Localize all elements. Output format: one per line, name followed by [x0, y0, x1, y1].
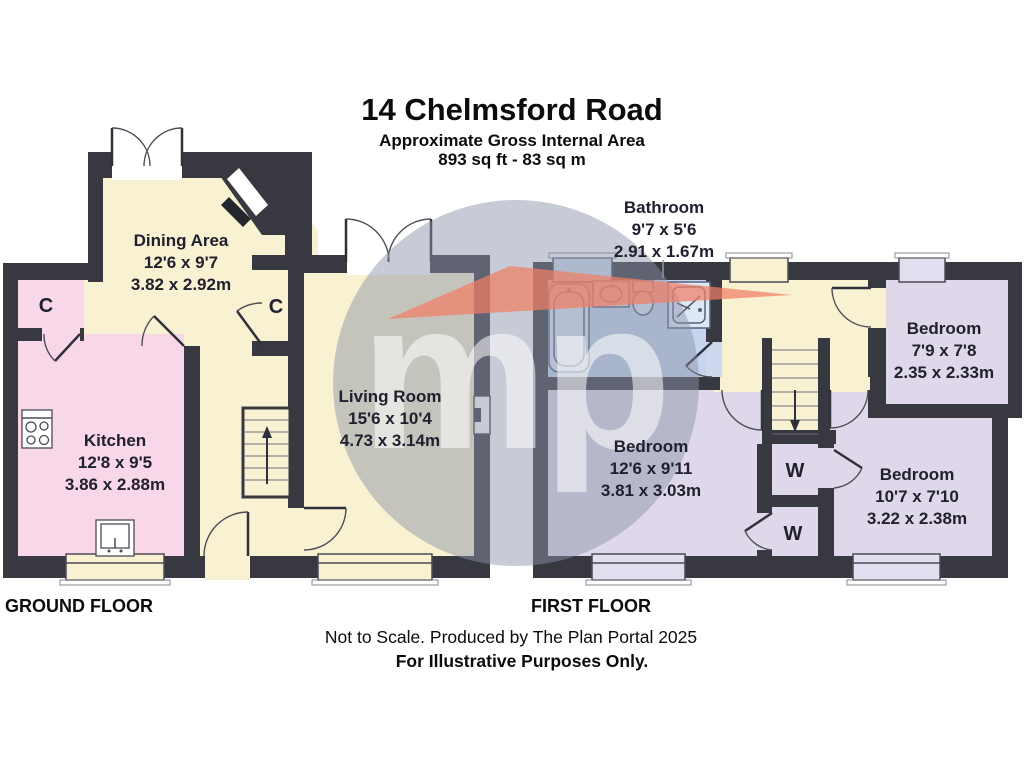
living-metric: 4.73 x 3.14m: [340, 431, 440, 450]
bedroom1-name: Bedroom: [614, 437, 689, 456]
bedroom3-metric: 3.22 x 2.38m: [867, 509, 967, 528]
first-door-gaps: [706, 288, 886, 550]
first-floor-label: FIRST FLOOR: [531, 596, 651, 616]
bedroom1-metric: 3.81 x 3.03m: [601, 481, 701, 500]
watermark-triangle: [388, 266, 792, 319]
watermark: mp: [333, 200, 792, 566]
french-doors: [110, 127, 184, 180]
bedroom1-imperial: 12'6 x 9'11: [610, 459, 693, 478]
living-fireplace: [474, 408, 481, 422]
bathroom-imperial: 9'7 x 5'6: [632, 220, 697, 239]
stairs-down: [772, 349, 818, 435]
living-imperial: 15'6 x 10'4: [348, 409, 432, 428]
kitchen-sink-icon: [95, 519, 135, 557]
living-name: Living Room: [339, 387, 442, 406]
closet-left-floor: [18, 278, 84, 330]
dining-name: Dining Area: [134, 231, 229, 250]
page-title: 14 Chelmsford Road: [361, 92, 662, 127]
bedroom2-metric: 2.35 x 2.33m: [894, 363, 994, 382]
bedroom2-name: Bedroom: [907, 319, 982, 338]
stairs-up: [241, 406, 292, 499]
bathroom-metric: 2.91 x 1.67m: [614, 242, 714, 261]
living-double-doors: [344, 218, 433, 275]
dining-metric: 3.82 x 2.92m: [131, 275, 231, 294]
living-door-gap: [288, 508, 304, 556]
closet-left-door-gap: [42, 328, 80, 341]
ground-doors: [43, 302, 347, 557]
page-subtitle1: Approximate Gross Internal Area: [379, 131, 645, 150]
first-doors: [685, 286, 872, 551]
wardrobe2-label: W: [784, 523, 803, 545]
first-floor-plan: [533, 252, 1022, 586]
footer-line2: For Illustrative Purposes Only.: [396, 651, 649, 671]
first-windows: [548, 252, 950, 586]
ground-floor-plan: [3, 127, 491, 586]
dining-imperial: 12'6 x 9'7: [144, 253, 218, 272]
stove-icon: [21, 409, 53, 449]
watermark-text: mp: [360, 256, 666, 493]
entry-door-leaf: [221, 197, 251, 227]
kitchen-metric: 3.86 x 2.88m: [65, 475, 165, 494]
bedroom2-imperial: 7'9 x 7'8: [912, 341, 977, 360]
closet-right-label: C: [269, 296, 283, 318]
ground-floor-label: GROUND FLOOR: [5, 596, 153, 616]
entry-door-opening: [227, 168, 268, 216]
front-door-gap: [205, 554, 250, 580]
bathroom-name: Bathroom: [624, 198, 704, 217]
stairs-down-arrow: [790, 420, 800, 432]
footer-line1: Not to Scale. Produced by The Plan Porta…: [325, 627, 697, 647]
page-subtitle2: 893 sq ft - 83 sq m: [438, 150, 585, 169]
closet-left-label: C: [39, 295, 53, 317]
wardrobe1-label: W: [786, 460, 805, 482]
stairs-up-arrow: [262, 426, 272, 438]
bedroom3-name: Bedroom: [880, 465, 955, 484]
labels: 14 Chelmsford Road Approximate Gross Int…: [5, 92, 994, 671]
kitchen-imperial: 12'8 x 9'5: [78, 453, 152, 472]
ground-windows: [59, 395, 491, 586]
bedroom3-imperial: 10'7 x 7'10: [875, 487, 959, 506]
kitchen-name: Kitchen: [84, 431, 146, 450]
